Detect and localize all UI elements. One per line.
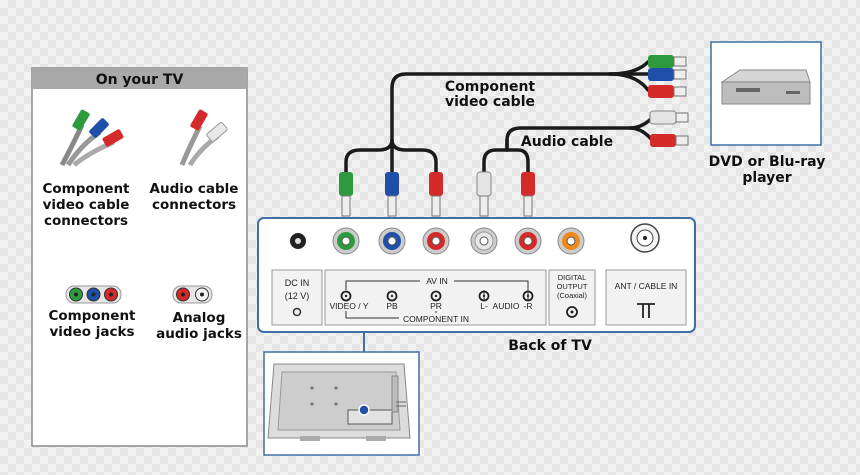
pb-label: PB	[386, 301, 398, 311]
jack-red-1	[422, 227, 450, 255]
legend-title: On your TV	[96, 72, 184, 88]
component-jacks-icon	[65, 285, 122, 304]
plug-blue-right	[648, 68, 687, 81]
component-cable-label-1: Component	[445, 79, 536, 95]
plug-blue-down	[385, 172, 399, 217]
audio-label: AUDIO	[493, 301, 520, 311]
panel-jack-coax	[566, 306, 578, 318]
component-in-label: COMPONENT IN	[403, 314, 469, 324]
antenna-jack	[630, 223, 660, 253]
tv-back-panel: DC IN (12 V) AV IN COMPONENT IN VIDEO / …	[257, 217, 696, 333]
plug-green-down	[339, 172, 353, 217]
jack-blue	[378, 227, 406, 255]
digital-output-label-1: DIGITAL	[558, 273, 587, 282]
audio-connectors-icon	[179, 109, 228, 167]
video-y-label: VIDEO / Y	[329, 301, 368, 311]
plug-white-right	[649, 110, 689, 125]
panel-jack-pb	[386, 290, 398, 302]
component-connectors-label-3: connectors	[44, 213, 128, 229]
component-connectors-icon	[59, 109, 124, 167]
pr-label: PR	[430, 301, 442, 311]
ant-cable-in-label: ANT / CABLE IN	[615, 281, 678, 291]
panel-jack-video	[340, 290, 352, 302]
dvd-player-label-1: DVD or Blu-ray	[709, 154, 826, 170]
dvd-player-label-2: player	[742, 170, 791, 186]
component-jacks-label-1: Component	[48, 308, 136, 324]
dvd-player-box	[710, 41, 822, 146]
tv-side-plugs	[339, 171, 535, 217]
jack-red-2	[514, 227, 542, 255]
audio-connectors-label-1: Audio cable	[150, 181, 239, 197]
panel-jack-r	[522, 290, 534, 302]
plug-red-right-2	[650, 134, 689, 147]
panel-jack-pr	[430, 290, 442, 302]
component-connectors-label-2: video cable	[43, 197, 130, 213]
plug-green-right	[648, 55, 687, 68]
dvd-player-icon	[720, 69, 811, 105]
digital-output-label-2: OUTPUT	[557, 282, 588, 291]
antenna-symbol-icon	[637, 303, 655, 318]
av-in-label: AV IN	[426, 276, 448, 286]
panel-jack-l	[478, 290, 490, 302]
dc-in-label-1: DC IN	[285, 278, 310, 288]
analog-jacks-label-1: Analog	[173, 310, 226, 326]
r-label: -R	[524, 301, 533, 311]
tv-back-icon	[263, 351, 420, 456]
dc-jack	[290, 233, 306, 249]
component-connectors-label-1: Component	[42, 181, 130, 197]
plug-red-down-1	[429, 172, 443, 217]
analog-jacks-icon	[172, 285, 213, 304]
digital-output-label-3: (Coaxial)	[557, 291, 588, 300]
plug-white-down	[476, 171, 492, 217]
l-label: L-	[480, 301, 488, 311]
dc-in-label-2: (12 V)	[285, 291, 310, 301]
component-video-cable	[344, 60, 652, 177]
audio-connectors-label-2: connectors	[152, 197, 236, 213]
component-jacks-label-2: video jacks	[50, 324, 135, 340]
player-side-plugs	[648, 55, 689, 147]
audio-cable-label: Audio cable	[521, 134, 613, 150]
jack-orange	[557, 227, 585, 255]
component-cable-label-2: video cable	[445, 94, 535, 110]
jack-white	[470, 227, 498, 255]
analog-jacks-label-2: audio jacks	[156, 326, 242, 342]
plug-red-right-1	[648, 85, 687, 98]
back-of-tv-label: Back of TV	[508, 338, 592, 354]
jack-green	[332, 227, 360, 255]
plug-red-down-2	[521, 172, 535, 217]
legend-box: On your TV Component video cable connect…	[31, 67, 248, 447]
